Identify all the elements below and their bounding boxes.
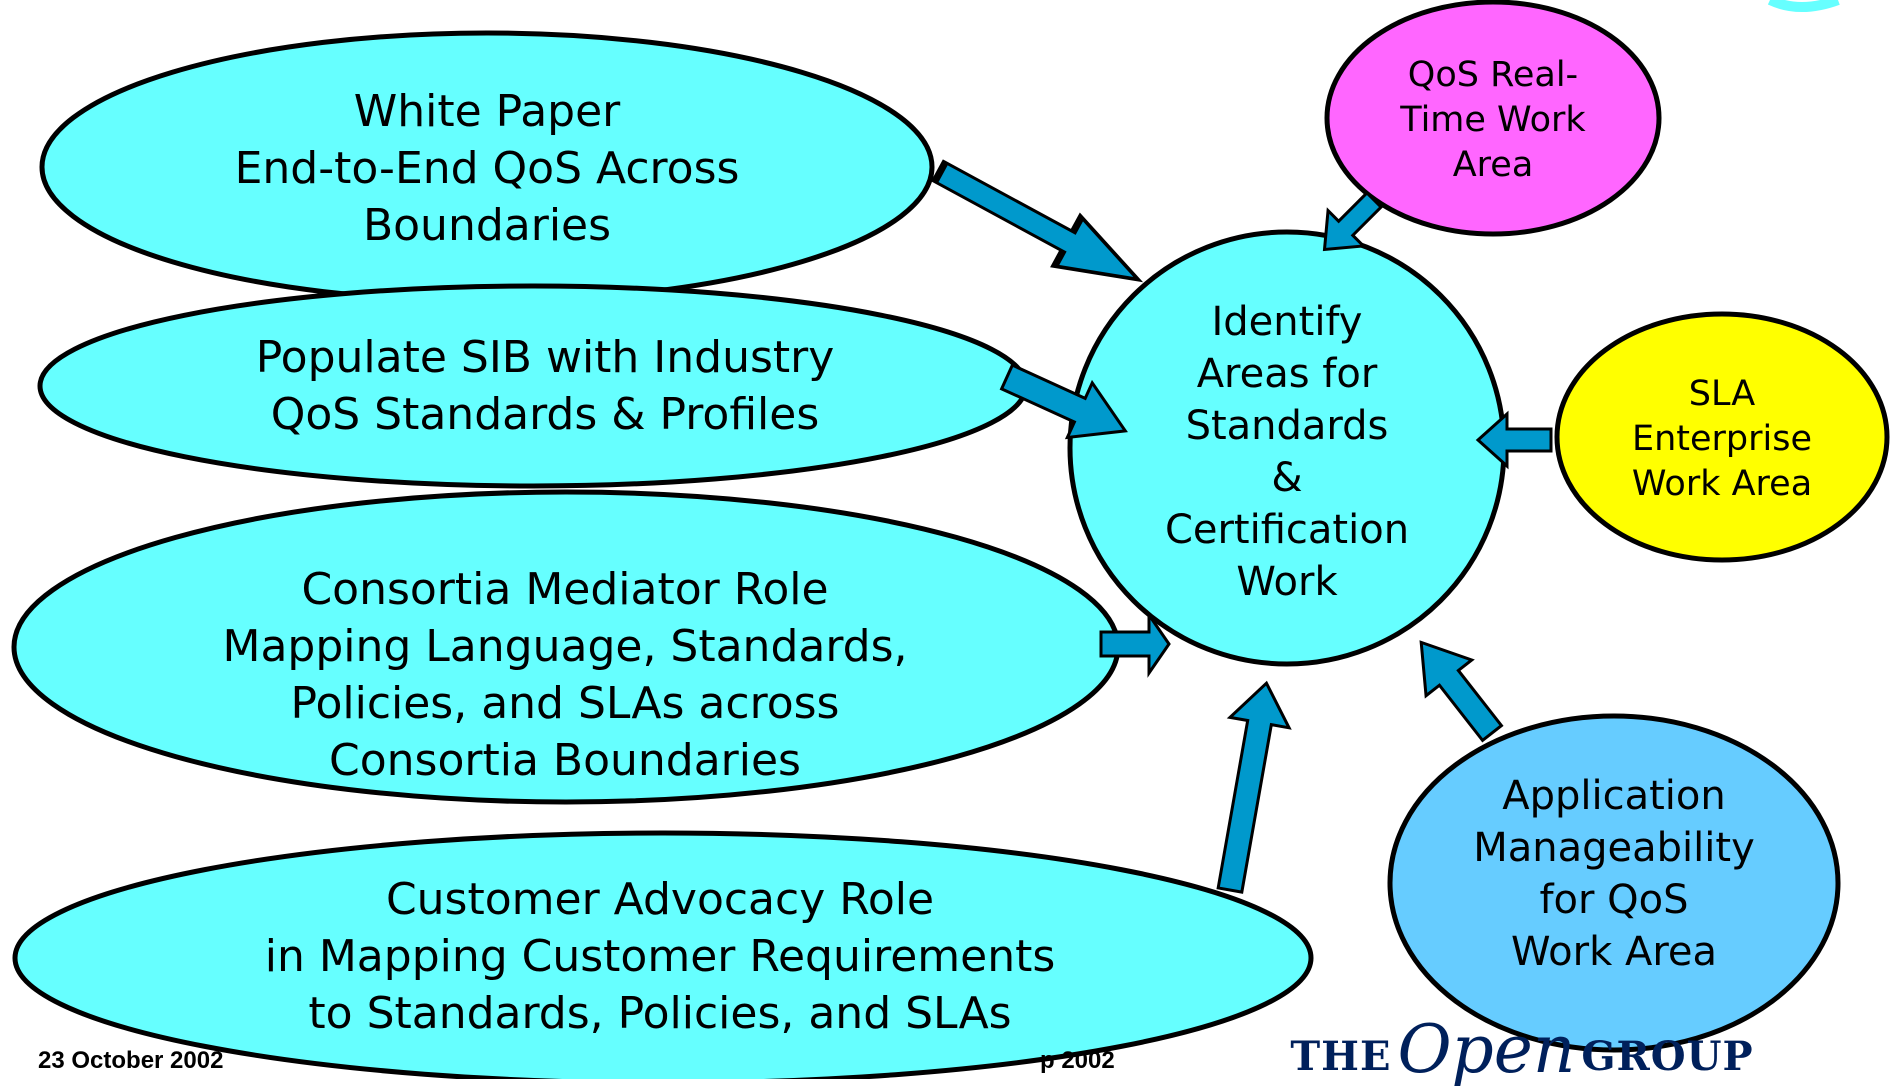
arrow-customer-advocacy (1216, 680, 1292, 894)
logo-open: Open (1397, 1011, 1576, 1088)
open-group-logo: THE Open GROUP (1262, 1011, 1782, 1088)
arrow-sla-enterprise (1475, 410, 1553, 470)
footer-tail-text: p 2002 (1040, 1047, 1115, 1074)
arrow-app-manageability (1419, 640, 1504, 743)
populate-sib-oval (37, 283, 1029, 489)
arrow-white-paper (930, 159, 1144, 283)
top-arc-decoration (1767, 0, 1840, 12)
app-manageability-circle (1387, 713, 1841, 1053)
white-paper-oval (39, 30, 935, 304)
arrow-populate-sib (999, 363, 1128, 440)
sla-enterprise-circle (1554, 311, 1890, 563)
arrow-consortia-mediator (1099, 610, 1171, 678)
identify-areas-circle (1067, 229, 1507, 667)
customer-advocacy-oval (12, 830, 1314, 1079)
logo-the: THE (1290, 1033, 1392, 1080)
arrow-qos-realtime (1322, 190, 1384, 252)
qos-realtime-circle (1324, 0, 1662, 237)
logo-group: GROUP (1581, 1033, 1754, 1080)
consortia-mediator-oval (11, 489, 1121, 805)
footer-date: 23 October 2002 (38, 1047, 224, 1074)
